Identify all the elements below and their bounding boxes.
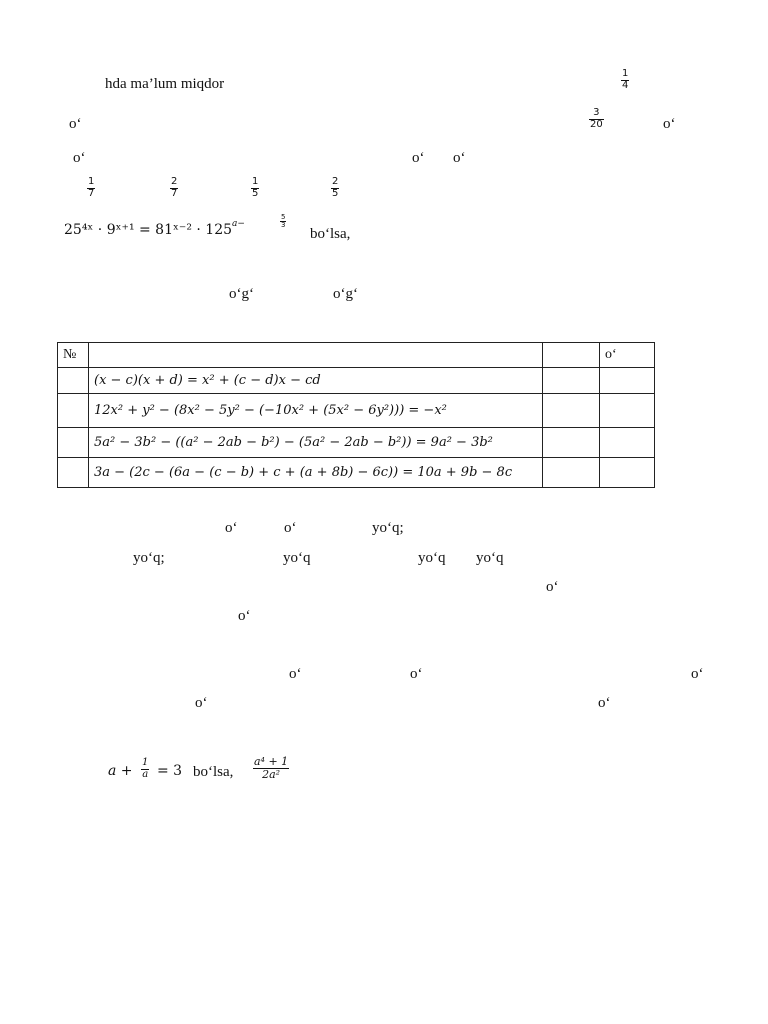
table-row: (x − c)(x + d) = x² + (c − d)x − cd [57, 367, 655, 394]
row-col4 [599, 367, 655, 394]
row-col3 [542, 393, 600, 428]
option-fraction-b: 2 7 [170, 176, 179, 199]
fraction-bar [87, 187, 96, 189]
word-o: o‘ [225, 520, 238, 536]
row-equation: 12x² + y² − (8x² − 5y² − (−10x² + (5x² −… [88, 393, 543, 428]
row-col3 [542, 427, 600, 458]
word-o: o‘ [410, 666, 423, 682]
row-col4 [599, 457, 655, 488]
row-number [57, 393, 89, 428]
equation-body: 25⁴ˣ · 9ˣ⁺¹ = 81ˣ⁻² · 125 [64, 222, 233, 238]
fraction-numerator: 1 [622, 68, 629, 79]
fraction-bar [251, 187, 260, 189]
final-result-fraction: a⁴ + 1 2a² [253, 755, 290, 781]
header-expression [88, 342, 543, 368]
row-number [57, 457, 89, 488]
word-o: o‘ [691, 666, 704, 682]
fraction-bar [331, 187, 340, 189]
row-number [57, 367, 89, 394]
word-yoq: yo‘q; [133, 550, 165, 566]
word-o: o‘ [69, 116, 82, 132]
exercise-table: № o‘ (x − c)(x + d) = x² + (c − d)x − cd… [57, 342, 655, 488]
fraction-numerator: 5 [281, 213, 286, 221]
fraction-bar [170, 187, 179, 189]
final-fraction-one-over-a: 1 a [141, 757, 150, 780]
word-o: o‘ [284, 520, 297, 536]
word-yoq: yo‘q; [372, 520, 404, 536]
fraction-denominator: 3 [281, 221, 286, 230]
word-o: o‘ [453, 150, 466, 166]
table-row: 12x² + y² − (8x² − 5y² − (−10x² + (5x² −… [57, 393, 655, 428]
fraction-numerator: 3 [593, 107, 600, 118]
header-col3 [542, 342, 600, 368]
fraction-numerator: a⁴ + 1 [254, 755, 289, 768]
row-col3 [542, 457, 600, 488]
word-og: o‘g‘ [229, 286, 254, 302]
fraction-denominator: 4 [622, 79, 629, 91]
header-col4: o‘ [599, 342, 655, 368]
word-o: o‘ [598, 695, 611, 711]
row-number [57, 427, 89, 458]
fraction-numerator: 1 [252, 176, 259, 187]
table-header-row: № o‘ [57, 342, 655, 368]
condition-text: bo‘lsa, [310, 226, 351, 242]
fraction-bar [621, 79, 630, 81]
exponential-equation: 25⁴ˣ · 9ˣ⁺¹ = 81ˣ⁻² · 125a− [64, 219, 245, 238]
fraction-bar [280, 221, 287, 223]
option-fraction-c: 1 5 [251, 176, 260, 199]
option-fraction-a: 1 7 [87, 176, 96, 199]
word-o: o‘ [289, 666, 302, 682]
word-o: o‘ [238, 608, 251, 624]
fraction-numerator: 2 [171, 176, 178, 187]
fraction-one-quarter: 1 4 [621, 68, 630, 91]
fraction-bar [141, 768, 150, 770]
row-equation: 5a² − 3b² − ((a² − 2ab − b²) − (5a² − 2a… [88, 427, 543, 458]
row-col4 [599, 427, 655, 458]
word-o: o‘ [663, 116, 676, 132]
fraction-three-twentieths: 3 20 [589, 107, 604, 130]
row-equation: 3a − (2c − (6a − (c − b) + c + (a + 8b) … [88, 457, 543, 488]
word-yoq: yo‘q [476, 550, 504, 566]
fraction-numerator: 1 [88, 176, 95, 187]
intro-text: hda ma’lum miqdor [105, 76, 225, 92]
fraction-numerator: 1 [142, 757, 149, 768]
fraction-denominator: 5 [332, 187, 339, 199]
final-condition-text: bo‘lsa, [193, 764, 234, 780]
final-rhs: = 3 [157, 763, 183, 779]
word-yoq: yo‘q [418, 550, 446, 566]
row-col3 [542, 367, 600, 394]
fraction-denominator: 7 [171, 187, 178, 199]
word-o: o‘ [195, 695, 208, 711]
word-o: o‘ [73, 150, 86, 166]
row-equation: (x − c)(x + d) = x² + (c − d)x − cd [88, 367, 543, 394]
option-fraction-d: 2 5 [331, 176, 340, 199]
final-lhs: a + [108, 763, 133, 779]
word-og: o‘g‘ [333, 286, 358, 302]
exponent-fraction: 5 3 [280, 213, 287, 230]
fraction-numerator: 2 [332, 176, 339, 187]
exponent-a: a− [232, 219, 245, 229]
fraction-denominator: 20 [590, 118, 603, 130]
fraction-denominator: 5 [252, 187, 259, 199]
fraction-denominator: a [142, 768, 149, 780]
table-row: 5a² − 3b² − ((a² − 2ab − b²) − (5a² − 2a… [57, 427, 655, 458]
row-col4 [599, 393, 655, 428]
word-o: o‘ [546, 579, 559, 595]
fraction-denominator: 2a² [262, 767, 281, 781]
fraction-bar [589, 118, 604, 120]
fraction-denominator: 7 [88, 187, 95, 199]
word-yoq: yo‘q [283, 550, 311, 566]
table-row: 3a − (2c − (6a − (c − b) + c + (a + 8b) … [57, 457, 655, 488]
fraction-bar [253, 767, 290, 769]
header-number: № [57, 342, 89, 368]
word-o: o‘ [412, 150, 425, 166]
